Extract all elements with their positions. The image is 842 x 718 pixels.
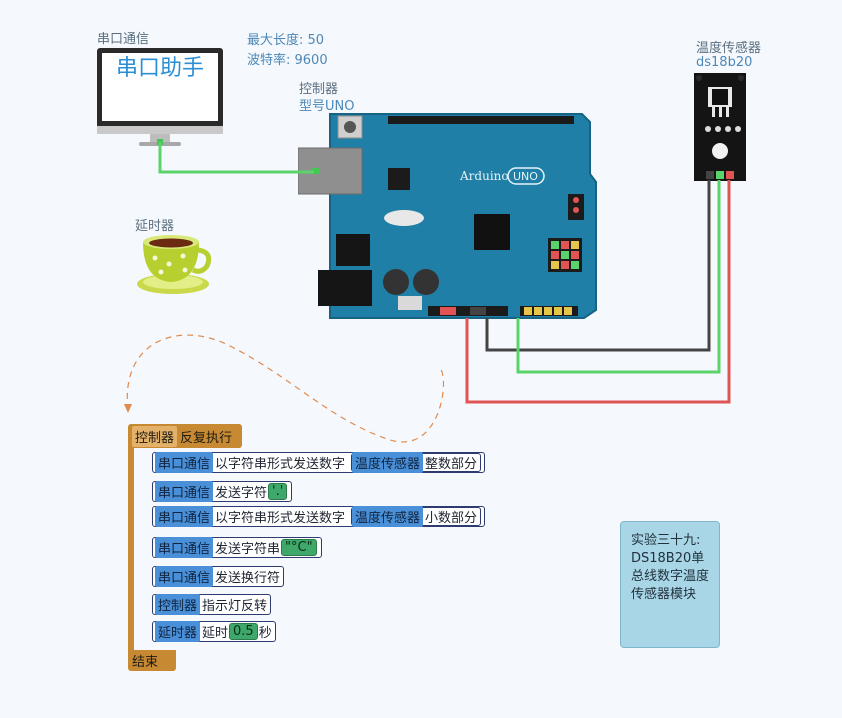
delay-unit: 秒 xyxy=(258,626,272,641)
statement-text: 以字符串形式发送数字 xyxy=(215,511,346,526)
statement-toggle-led[interactable]: 控制器 指示灯反转 xyxy=(152,594,272,615)
loop-label: 反复执行 xyxy=(180,430,233,446)
statement-send-decimal[interactable]: 串口通信 以字符串形式发送数字 温度传感器 小数部分 xyxy=(152,506,486,527)
statement-text: 指示灯反转 xyxy=(202,599,268,614)
sensor-model: ds18b20 xyxy=(696,55,753,70)
arg-text: 小数部分 xyxy=(425,511,478,526)
statement-text: 以字符串形式发送数字 xyxy=(215,457,346,472)
loop-device: 控制器 xyxy=(132,425,178,447)
statement-send-char[interactable]: 串口通信 发送字符 '.' xyxy=(152,481,293,502)
board-model: UNO xyxy=(513,170,538,183)
statement-text: 延时 xyxy=(202,626,229,641)
arg-text: 整数部分 xyxy=(425,457,478,472)
statement-text: 发送字符 xyxy=(215,486,268,501)
timer-label: 延时器 xyxy=(135,219,175,234)
statement-device: 串口通信 xyxy=(155,452,214,473)
statement-send-string[interactable]: 串口通信 发送字符串 "°C" xyxy=(152,537,322,558)
loop-side xyxy=(128,448,134,650)
serial-label: 串口通信 xyxy=(97,32,150,47)
sensor-arg-block[interactable]: 温度传感器 小数部分 xyxy=(351,506,482,527)
ds18b20-sensor[interactable] xyxy=(694,73,746,183)
statement-device: 串口通信 xyxy=(155,506,214,527)
statement-text: 发送字符串 xyxy=(215,542,281,557)
arduino-board[interactable] xyxy=(298,110,598,322)
arg-device: 温度传感器 xyxy=(352,452,424,473)
statement-device: 串口通信 xyxy=(155,481,214,502)
serial-max-length: 最大长度: 50 xyxy=(247,33,325,48)
monitor-screen-text: 串口助手 xyxy=(115,56,204,81)
statement-device: 控制器 xyxy=(155,594,201,615)
delay-value[interactable]: 0.5 xyxy=(229,623,258,640)
serial-monitor[interactable]: 串口助手 xyxy=(97,48,223,148)
statement-send-int[interactable]: 串口通信 以字符串形式发送数字 温度传感器 整数部分 xyxy=(152,452,486,473)
string-value[interactable]: "°C" xyxy=(281,539,317,556)
statement-text: 发送换行符 xyxy=(215,571,281,586)
statement-device: 延时器 xyxy=(155,621,201,642)
statement-send-newline[interactable]: 串口通信 发送换行符 xyxy=(152,566,285,587)
sensor-label: 温度传感器 xyxy=(696,41,762,56)
char-value[interactable]: '.' xyxy=(268,483,288,500)
statement-device: 串口通信 xyxy=(155,566,214,587)
controller-label: 控制器 xyxy=(299,82,339,97)
loop-block[interactable]: 控制器 反复执行 xyxy=(128,424,243,448)
arg-device: 温度传感器 xyxy=(352,506,424,527)
loop-end-label: 结束 xyxy=(132,655,159,670)
statement-device: 串口通信 xyxy=(155,537,214,558)
sensor-arg-block[interactable]: 温度传感器 整数部分 xyxy=(351,452,482,473)
controller-model: 型号UNO xyxy=(299,99,355,114)
serial-baud-rate: 波特率: 9600 xyxy=(247,53,328,68)
loop-end-block[interactable]: 结束 xyxy=(128,650,176,671)
teacup-icon[interactable] xyxy=(135,232,215,298)
board-brand: Arduino xyxy=(460,169,509,183)
statement-delay[interactable]: 延时器 延时 0.5 秒 xyxy=(152,621,276,642)
experiment-note[interactable]: 实验三十九: DS18B20单总线数字温度传感器模块 xyxy=(620,521,720,648)
